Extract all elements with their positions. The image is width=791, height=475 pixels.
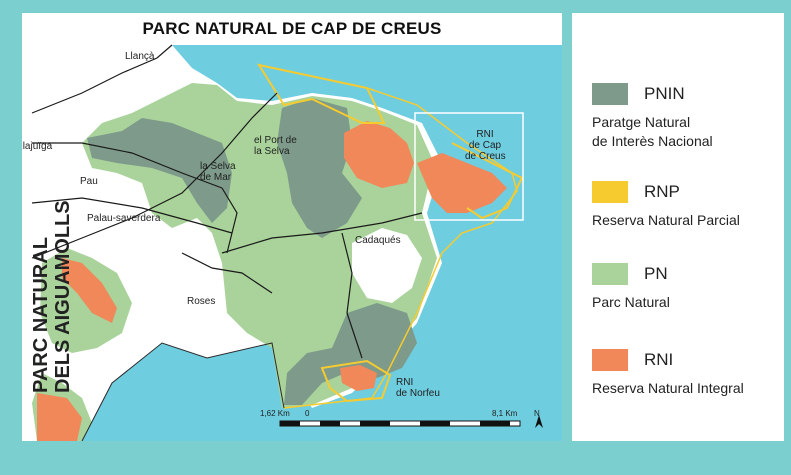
legend-code-rni: RNI — [644, 350, 674, 369]
road-5 — [221, 212, 423, 254]
road-3 — [31, 197, 233, 234]
legend-swatch-rnp — [592, 181, 628, 203]
rni-aiguamolls-north — [62, 258, 117, 323]
rni-norfeu — [340, 365, 377, 391]
road-4 — [31, 92, 278, 259]
rni-aiguamolls-south — [37, 393, 82, 441]
legend-code-pn: PN — [644, 264, 668, 283]
rni-cap-creus — [417, 153, 507, 213]
legend-desc-pnin: Paratge Natural de Interès Nacional — [592, 114, 713, 149]
rni-port — [344, 121, 414, 188]
map-graphic — [31, 44, 562, 441]
legend-desc-pn: Parc Natural — [592, 294, 670, 310]
scale-left-label: 1,62 Km — [260, 409, 290, 418]
roses-coast — [81, 342, 285, 441]
legend-swatch-pnin — [592, 83, 628, 105]
pnin-area-main — [277, 98, 362, 238]
rnp-outline-north — [256, 63, 386, 124]
cadaques-area — [352, 228, 422, 303]
rni-cap-creus-box — [414, 112, 524, 221]
legend-swatch-rni — [592, 349, 628, 371]
map-panel: PARC NATURAL DE CAP DE CREUS Llançà Vila… — [22, 13, 562, 441]
rnp-outline-norfeu — [320, 359, 392, 403]
legend-code-rnp: RNP — [644, 182, 680, 201]
sea — [82, 45, 562, 441]
pnin-area-south — [284, 303, 417, 405]
scale-right-label: 8,1 Km — [492, 409, 518, 418]
place-cadaques: Cadaqués — [355, 235, 401, 246]
north-label: N — [534, 409, 540, 418]
road-1 — [31, 44, 173, 114]
road-2 — [32, 142, 223, 189]
place-vilajuiga: Vilajuïga — [22, 141, 53, 152]
legend-desc-rnp: Reserva Natural Parcial — [592, 212, 740, 228]
aiguamolls-label: PARC NATURAL DELS AIGUAMOLLS — [30, 200, 74, 393]
scale-zero-label: 0 — [305, 409, 310, 418]
legend-desc-rni: Reserva Natural Integral — [592, 380, 744, 396]
legend-swatch-pn — [592, 263, 628, 285]
legend-panel: PNIN Paratge Natural de Interès Nacional… — [572, 13, 784, 441]
place-pau: Pau — [80, 176, 98, 187]
rnp-outline-cap — [451, 142, 524, 220]
road-6 — [341, 232, 363, 359]
place-roses: Roses — [187, 296, 216, 307]
place-port-selva: el Port de la Selva — [254, 135, 297, 157]
place-rni-cap-creus: RNI de Cap de Creus — [465, 129, 506, 162]
road-8 — [221, 187, 238, 254]
place-palau: Palau-saverdera — [87, 213, 161, 224]
place-llanca: Llançà — [125, 51, 155, 62]
rnp-outline-east — [283, 87, 518, 409]
place-rni-norfeu: RNI de Norfeu — [396, 377, 440, 399]
north-arrow-icon — [535, 415, 543, 428]
place-selva-mar: la Selva de Mar — [200, 161, 236, 183]
pnin-area-west — [87, 118, 232, 223]
legend-code-pnin: PNIN — [644, 84, 685, 103]
road-7 — [181, 252, 273, 294]
map-title: PARC NATURAL DE CAP DE CREUS — [142, 19, 442, 38]
